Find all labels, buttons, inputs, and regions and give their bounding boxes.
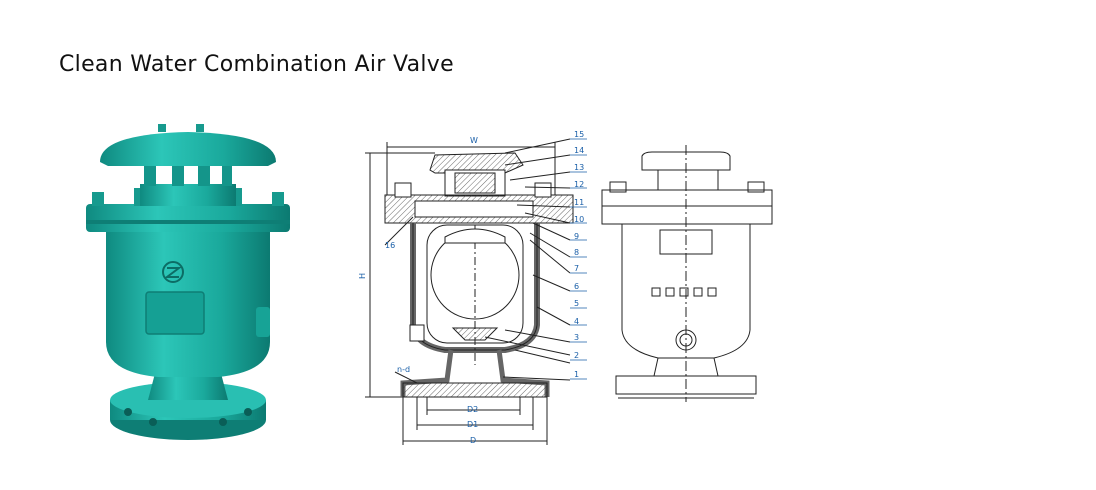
elevation-drawing	[601, 145, 773, 402]
dim-d-label: D	[470, 436, 476, 445]
valve-photo	[86, 124, 290, 440]
dim-d1-label: D1	[467, 420, 478, 429]
part-label-11: 11	[574, 198, 584, 207]
part-label-9: 9	[574, 232, 579, 241]
part-label-12: 12	[574, 180, 584, 189]
part-label-8: 8	[574, 248, 579, 257]
page-title: Clean Water Combination Air Valve	[59, 52, 454, 77]
part-label-10: 10	[574, 215, 584, 224]
part-label-14: 14	[574, 146, 584, 155]
dim-nd-label: n-d	[397, 365, 410, 374]
part-label-6: 6	[574, 282, 579, 291]
dim-d2-label: D2	[467, 405, 478, 414]
part-label-7: 7	[574, 264, 579, 273]
part-label-16: 16	[385, 241, 395, 250]
section-drawing: W H n-d D2 D1 D 15 14 13 12 11 10 9 8 7 …	[358, 130, 587, 445]
part-label-13: 13	[574, 163, 584, 172]
dim-w-label: W	[470, 136, 478, 145]
part-label-15: 15	[574, 130, 584, 139]
part-label-5: 5	[574, 299, 579, 308]
part-label-3: 3	[574, 333, 579, 342]
part-label-1: 1	[574, 370, 579, 379]
part-label-2: 2	[574, 351, 579, 360]
part-label-4: 4	[574, 317, 579, 326]
dim-h-label: H	[358, 273, 367, 279]
